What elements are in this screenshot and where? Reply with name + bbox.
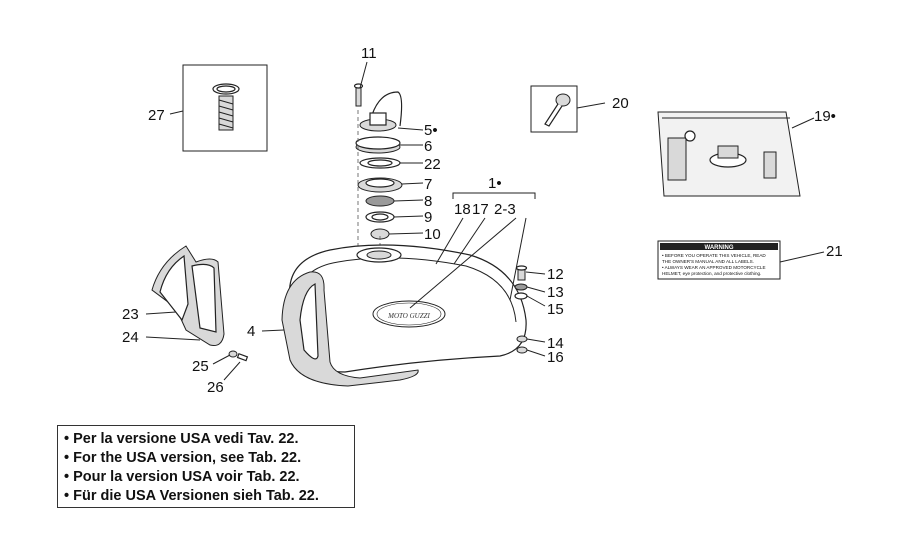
callout-27: 27	[148, 107, 165, 124]
part-20-key	[530, 85, 578, 133]
warning-line-4: HELMET, eye protection, and protective c…	[662, 271, 761, 276]
callout-19: 19•	[814, 108, 836, 125]
callout-22: 22	[424, 156, 441, 173]
callout-13: 13	[547, 284, 564, 301]
callout-5: 5•	[424, 122, 438, 139]
part-27-spring-detail	[182, 64, 268, 152]
callout-17: 17	[472, 201, 489, 218]
callout-25: 25	[192, 358, 209, 375]
callout-1: 1•	[488, 175, 502, 192]
callout-10: 10	[424, 226, 441, 243]
callout-21: 21	[826, 243, 843, 260]
part-19-kit-bag	[657, 111, 801, 197]
usa-version-notes-box: • Per la versione USA vedi Tav. 22. • Fo…	[57, 425, 355, 508]
callout-14: 14	[547, 335, 564, 352]
callout-24: 24	[122, 329, 139, 346]
bolt-25-26	[228, 350, 249, 362]
callout-18: 18	[454, 201, 471, 218]
warning-line-1: • BEFORE YOU OPERATE THIS VEHICLE, READ	[662, 253, 766, 258]
callout-12: 12	[547, 266, 564, 283]
callout-20: 20	[612, 95, 629, 112]
callout-4: 4	[247, 323, 255, 340]
callout-labels: 27 11 5• 6 22 7 8 9 10 1• 18 17 2-3 20 1…	[122, 45, 843, 396]
note-french: • Pour la version USA voir Tab. 22.	[64, 469, 300, 485]
callout-26: 26	[207, 379, 224, 396]
callout-23: 23	[122, 306, 139, 323]
callout-9: 9	[424, 209, 432, 226]
tank-logo-text: MOTO GUZZI	[387, 312, 430, 320]
callout-16: 16	[547, 349, 564, 366]
callout-6: 6	[424, 138, 432, 155]
fuel-cap-assembly	[353, 83, 403, 260]
callout-11: 11	[361, 45, 377, 62]
note-german: • Für die USA Versionen sieh Tab. 22.	[64, 488, 319, 504]
note-italian: • Per la versione USA vedi Tav. 22.	[64, 431, 299, 447]
callout-15: 15	[547, 301, 564, 318]
leader-lines	[145, 61, 825, 381]
fasteners-12-16	[514, 265, 528, 354]
warning-heading: WARNING	[705, 245, 734, 251]
warning-line-2: THE OWNER'S MANUAL AND ALL LABELS.	[662, 259, 754, 264]
warning-line-3: • ALWAYS WEAR AN APPROVED MOTORCYCLE	[662, 265, 766, 270]
callout-7: 7	[424, 176, 432, 193]
note-english: • For the USA version, see Tab. 22.	[64, 450, 302, 466]
callout-8: 8	[424, 193, 432, 210]
side-cover-panel	[151, 245, 225, 346]
fuel-tank: MOTO GUZZI	[281, 244, 527, 387]
callout-2-3: 2-3	[494, 201, 516, 218]
part-21-warning-label: WARNING • BEFORE YOU OPERATE THIS VEHICL…	[657, 240, 781, 280]
